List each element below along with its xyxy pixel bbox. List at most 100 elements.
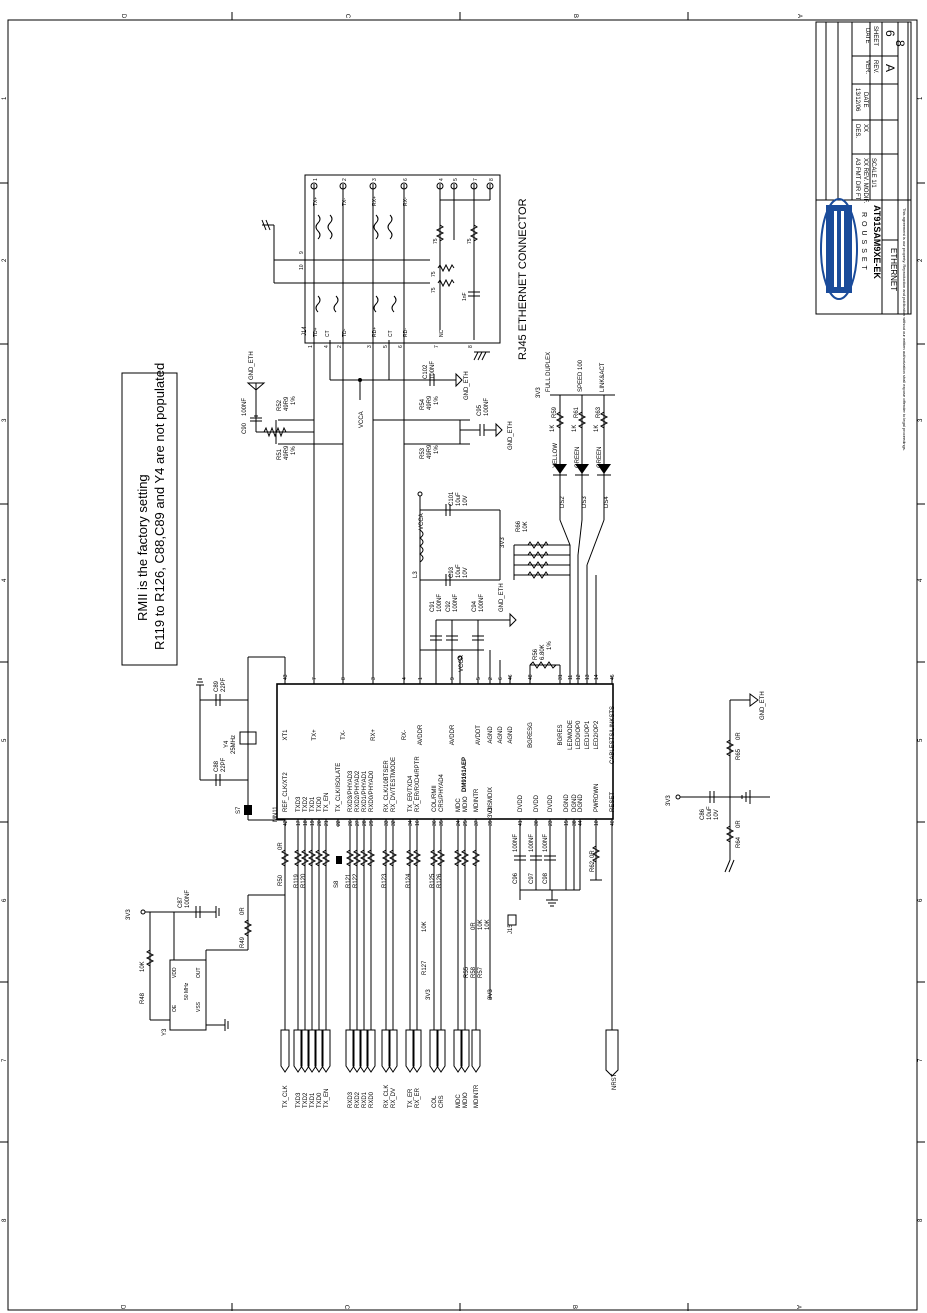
l3-ref: L3	[413, 571, 419, 578]
phy-pin-num-right-3: 19	[310, 820, 316, 826]
phy-pin-num-right-27: 10	[594, 820, 600, 826]
port-col-label: COL	[432, 1095, 438, 1108]
r48-ref: R48	[140, 992, 146, 1004]
note-line-1: RMII is the factory setting	[135, 474, 150, 621]
rj45-cap-value: 1nF	[462, 292, 468, 301]
phy-pin-num-right-22: 30	[534, 820, 540, 826]
phy-pin-name-right-14: RX_ER/RXD4/RPTR	[415, 756, 421, 812]
v3v3-label-4: 3V3	[426, 989, 432, 1000]
phy-pin-name-right-21: DVDD	[518, 794, 524, 812]
phy-pin-name-left-4: RX-	[402, 730, 408, 740]
rj45-bottom-label-3: RD+	[372, 327, 378, 337]
port-tx_en-shape	[321, 1029, 331, 1073]
gnd-eth-label-1: GND_ETH	[464, 371, 470, 400]
title-line-1: A3 FMT DIR FT	[854, 158, 860, 201]
phy-pin-num-left-16: 14	[594, 674, 600, 680]
zone-side-right-8: 8	[918, 1218, 924, 1222]
r125-ref: R125	[430, 873, 436, 888]
c86-value: 10uF	[707, 806, 713, 820]
phy-pin-num-right-25: 38	[572, 820, 578, 826]
phy-pin-num-right-18: 25	[463, 820, 469, 826]
r127-value: 10K	[422, 921, 428, 932]
r64-value: 0R	[736, 820, 742, 828]
phy-pin-num-right-28: 40	[610, 820, 616, 826]
zone-side-left-5: 5	[2, 738, 8, 742]
bus-resistor-14	[436, 849, 446, 867]
rj45-top-pin-8: 8	[489, 178, 495, 181]
sheet-label: SHEET	[872, 26, 878, 46]
phy-pin-num-left-14: 12	[576, 674, 582, 680]
phy-pin-name-left-11: BGRESG	[528, 722, 534, 748]
y3-pin-vdd: VDD	[172, 967, 178, 978]
phy-pin-num-left-3: 3	[371, 677, 377, 680]
c90-value: 100NF	[242, 398, 248, 416]
title-line-2: XX REV. MODIF.	[862, 158, 868, 203]
phy-pin-name-left-0: XT1	[283, 729, 289, 741]
title-block: ROUSSET AT91SAM9XE-EK ETHERNET This agre…	[815, 21, 912, 451]
c101-ref: C101	[449, 491, 455, 506]
phy-pin-num-left-6: 9	[450, 677, 456, 680]
phy-part: DM9161AEP	[462, 757, 468, 792]
rj45-bottom-label-5: RD-	[403, 328, 409, 337]
phy-pin-num-right-11: 33	[384, 820, 390, 826]
r56-tol: 1%	[547, 641, 553, 650]
zone-side-right-1: 1	[918, 96, 924, 100]
v3v3-label-2: 3V3	[536, 387, 542, 398]
company-sub-text: ROUSSET	[860, 212, 867, 274]
rj45-top-pin-3: 3	[372, 178, 378, 181]
zone-side-left-8: 8	[2, 1218, 8, 1222]
v3v3-label-1: 3V3	[500, 537, 506, 548]
phy-pin-name-right-16: CRS/PHYAD4	[439, 773, 445, 812]
phy-pin-num-right-20: 39	[488, 820, 494, 826]
phy-pin-name-right-23: DVDD	[548, 794, 554, 812]
r63-ref: R63	[596, 406, 602, 418]
r56-ref: R56	[533, 648, 539, 660]
phy-pin-num-left-17: 45	[610, 674, 616, 680]
note-line-2: R119 to R126, C88,C89 and Y4 are not pop…	[152, 363, 167, 650]
phy-pin-name-left-1: TX+	[312, 729, 318, 741]
y4-ref: Y4	[224, 740, 230, 748]
r52-value: 49R9	[284, 396, 290, 411]
rj45-bottom-label-6: NC	[439, 329, 445, 337]
phy-pin-num-right-5: 21	[324, 820, 330, 826]
bus-resistor-7	[359, 849, 369, 867]
bus-resistor-12	[412, 849, 422, 867]
phy-pin-name-left-13: LEDMODE	[568, 720, 574, 750]
phy-pin-num-left-0: 43	[283, 674, 289, 680]
scale-label: SCALE 1/1	[870, 158, 876, 188]
phy-pin-name-right-8: RXD2/PHYAD2	[355, 770, 361, 812]
r59-value: 1K	[550, 425, 556, 432]
phy-pin-name-right-15: COL/RMII	[432, 785, 438, 812]
xx-value: XX	[862, 124, 868, 132]
sheet-title: ETHERNET	[889, 248, 898, 291]
c93-value: 10uF	[456, 564, 462, 578]
zone-side-left-6: 6	[2, 898, 8, 902]
rj45-bottom-label-0: TD+	[313, 327, 319, 337]
phy-pin-num-left-7: 5	[476, 677, 482, 680]
led-speed-100: SPEED 100	[578, 359, 584, 392]
bus-resistor-15	[453, 849, 463, 867]
r48-value: 10K	[140, 961, 146, 972]
r65-value: 0R	[736, 732, 742, 740]
zone-side-right-5: 5	[918, 738, 924, 742]
phy-pin-name-right-6: TX_CLK/ISOLATE	[336, 763, 342, 812]
led-link-act: LINK&ACT	[600, 362, 606, 392]
gnd-eth-label-5: GND_ETH	[760, 691, 766, 720]
port-mdintr-shape	[471, 1029, 481, 1073]
des-label: DES.	[854, 124, 860, 138]
phy-pin-name-left-16: LED2/OP2	[594, 720, 600, 749]
v3v3-label-3: 3V3	[126, 909, 132, 920]
c98-value: 100NF	[543, 834, 549, 852]
zone-side-right-2: 2	[918, 258, 924, 262]
ds2-color: YELLOW	[553, 443, 559, 468]
r62-ref: R62	[590, 860, 596, 872]
rj45-top-pin-1: 1	[313, 178, 319, 181]
date-label-top: DATE	[864, 28, 870, 44]
phy-pin-num-right-15: 36	[432, 820, 438, 826]
bus-resistor-17	[471, 849, 481, 867]
port-tx_er-label: TX_ER	[408, 1088, 414, 1108]
port-rxd0-shape	[366, 1029, 376, 1073]
zone-label-a-bottom: A	[795, 1305, 801, 1309]
zone-label-b-bottom: B	[571, 1305, 577, 1309]
phy-pin-name-right-12: RX_DV/TESTMODE	[391, 757, 397, 812]
